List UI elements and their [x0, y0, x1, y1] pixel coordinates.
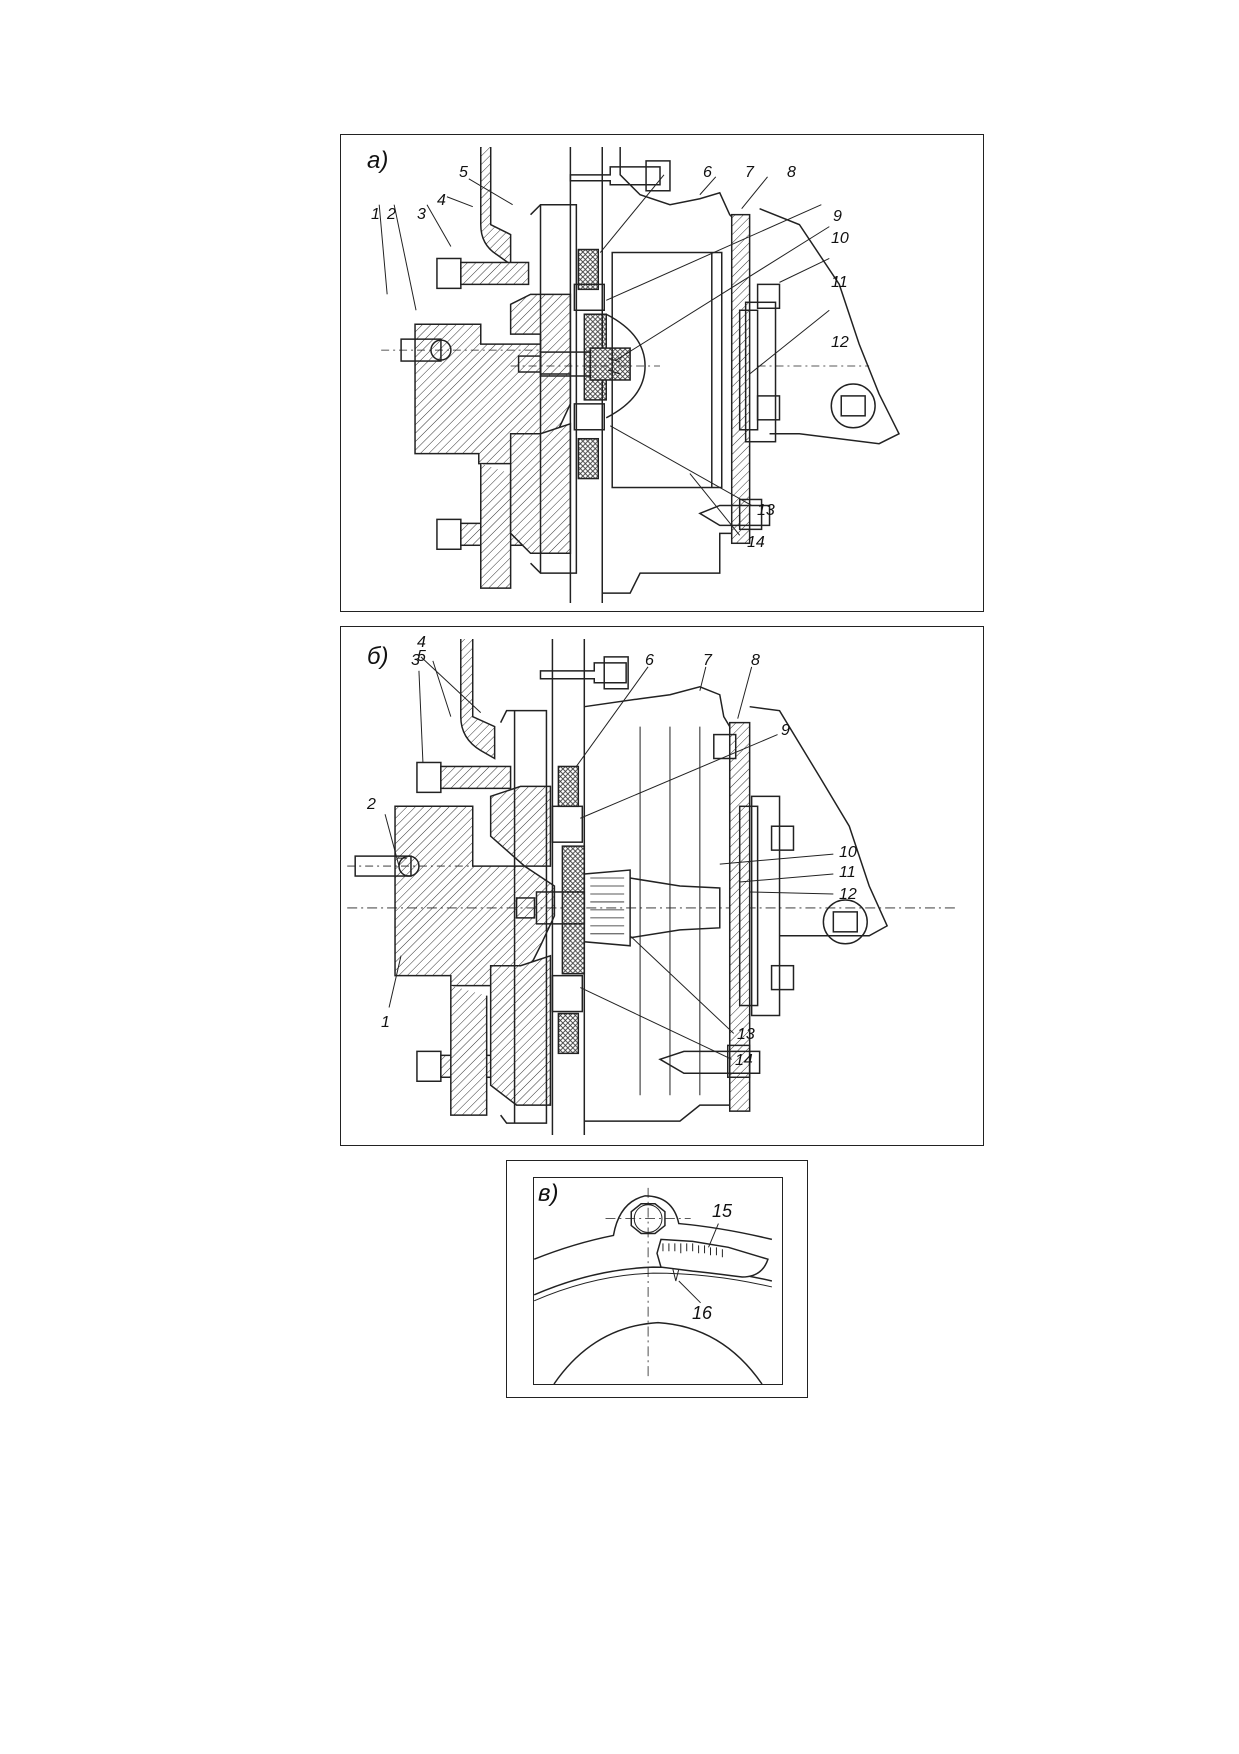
- callout-b-13: 13: [737, 1026, 755, 1043]
- callout-a-7: 7: [745, 164, 754, 181]
- callout-a-9: 9: [833, 208, 842, 225]
- callout-a-2: 2: [387, 206, 396, 223]
- callout-a-4: 4: [437, 192, 446, 209]
- callout-b-10: 10: [839, 844, 857, 861]
- callout-c-16: 16: [692, 1303, 713, 1323]
- callout-c-15: 15: [712, 1201, 733, 1221]
- panel-c-detail: в) 15 16: [506, 1160, 808, 1398]
- callout-b-5: 5: [417, 648, 426, 665]
- callout-a-6: 6: [703, 164, 712, 181]
- callout-b-4: 4: [417, 634, 426, 651]
- callout-b-3: 3: [411, 652, 420, 669]
- housing-plate: [480, 146, 512, 266]
- callout-b-11: 11: [839, 864, 856, 881]
- panel-a-drawing: [378, 146, 901, 604]
- callout-b-7: 7: [703, 652, 712, 669]
- bolt-head-lower: [436, 518, 462, 551]
- panel-a-assembly-drawing: а): [340, 134, 984, 612]
- flange-upper: [460, 261, 530, 286]
- hub-block: [414, 323, 572, 465]
- callout-b-6: 6: [645, 652, 654, 669]
- panel-c-drawing: [534, 1187, 773, 1384]
- panel-b-label: б): [367, 643, 389, 670]
- panel-a-label: а): [367, 147, 389, 174]
- panel-b-drawing: [347, 638, 959, 1136]
- callout-a-12: 12: [831, 334, 849, 351]
- callout-a-5: 5: [459, 164, 468, 181]
- panel-b-assembly-drawing: б): [340, 626, 984, 1146]
- callout-b-12: 12: [839, 886, 857, 903]
- panel-c-label: в): [538, 1180, 559, 1207]
- callout-a-1: 1: [371, 206, 380, 223]
- callout-b-9: 9: [781, 722, 790, 739]
- callout-a-10: 10: [831, 230, 849, 247]
- bolt-head-upper: [436, 257, 462, 290]
- callout-a-11: 11: [831, 274, 848, 291]
- panel-c-inner-frame: в) 15 16: [533, 1177, 783, 1385]
- callout-a-3: 3: [417, 206, 426, 223]
- callout-a-13: 13: [757, 502, 775, 519]
- callout-b-14: 14: [735, 1052, 753, 1069]
- callout-a-14: 14: [747, 534, 765, 551]
- callout-b-1: 1: [381, 1014, 390, 1031]
- callout-b-2: 2: [367, 796, 376, 813]
- callout-b-8: 8: [751, 652, 760, 669]
- callout-a-8: 8: [787, 164, 796, 181]
